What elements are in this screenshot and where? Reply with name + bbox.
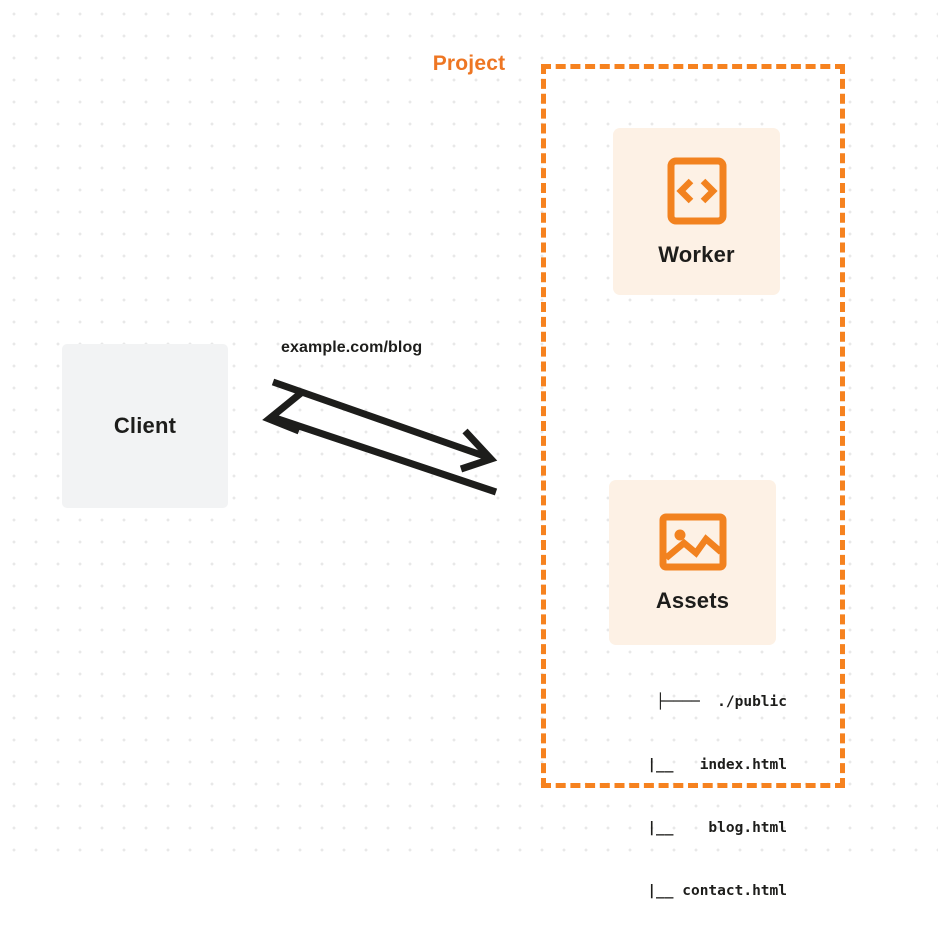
worker-node[interactable]: Worker — [613, 128, 780, 295]
code-brackets-icon — [666, 156, 728, 226]
client-node[interactable]: Client — [62, 344, 228, 508]
assets-node-label: Assets — [655, 587, 730, 613]
assets-node[interactable]: Assets — [609, 480, 776, 645]
worker-node-label: Worker — [658, 241, 735, 267]
project-container — [541, 64, 845, 788]
file-tree-row: |__ blog.html — [629, 820, 787, 836]
file-tree-row: |__ contact.html — [629, 883, 787, 899]
request-arrow — [271, 378, 498, 473]
connection-arrows — [262, 378, 498, 496]
assets-file-tree: ├──── ./public |__ index.html |__ blog.h… — [541, 650, 845, 944]
diagram-canvas: Client example.com/blog Project Worker — [0, 0, 938, 899]
connection-url-label: example.com/blog — [281, 339, 423, 356]
client-node-label: Client — [113, 413, 177, 438]
image-icon — [658, 512, 728, 572]
response-arrow — [262, 390, 498, 496]
file-tree-row: ├──── ./public — [656, 694, 787, 710]
project-title: Project — [425, 52, 513, 76]
file-tree-row: |__ index.html — [629, 757, 787, 773]
